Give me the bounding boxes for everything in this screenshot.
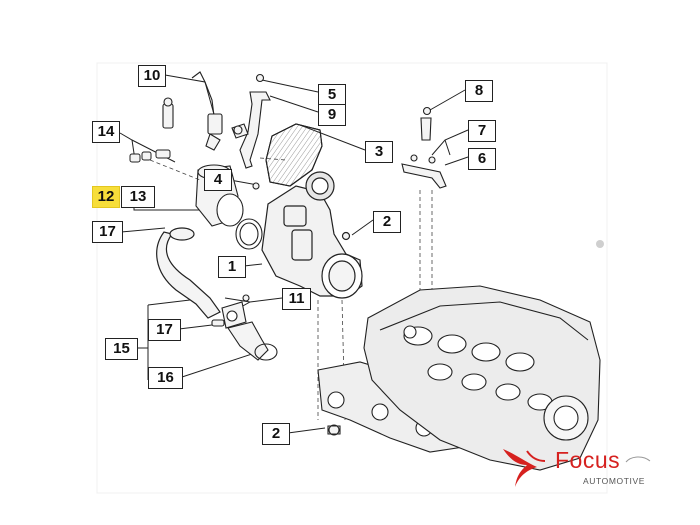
callout-9: 9 bbox=[318, 104, 346, 126]
part-2-nut bbox=[327, 424, 341, 436]
callout-4: 4 bbox=[204, 169, 232, 191]
callout-5: 5 bbox=[318, 84, 346, 106]
leader-7b bbox=[444, 139, 451, 156]
leader-17a bbox=[120, 227, 166, 233]
callout-2-upper: 2 bbox=[373, 211, 401, 233]
logo-car-icon bbox=[625, 456, 651, 463]
leader-15a bbox=[147, 299, 191, 306]
part-1-turbo bbox=[261, 171, 363, 299]
callout-3: 3 bbox=[365, 141, 393, 163]
callout-7: 7 bbox=[468, 120, 496, 142]
panel-border bbox=[96, 62, 608, 494]
leader-17b bbox=[178, 324, 213, 330]
callout-12: 12 bbox=[92, 186, 120, 208]
callout-1: 1 bbox=[218, 256, 246, 278]
logo-brand: Focus bbox=[555, 447, 621, 473]
leader-7a bbox=[431, 129, 469, 156]
callout-17-lower: 17 bbox=[148, 319, 181, 341]
part-10-sensor bbox=[162, 71, 223, 151]
leader-2b bbox=[287, 427, 326, 434]
callout-17-upper: 17 bbox=[92, 221, 123, 243]
leader-5 bbox=[261, 79, 319, 93]
part-6-bracket bbox=[401, 154, 447, 189]
logo-swoosh-icon bbox=[503, 449, 546, 487]
part-8-bolt bbox=[420, 106, 432, 141]
part-16-gasket bbox=[227, 321, 278, 361]
callout-15: 15 bbox=[105, 338, 138, 360]
part-9-pipe bbox=[231, 73, 271, 169]
part-14-bolts bbox=[129, 149, 171, 163]
leader-1 bbox=[243, 263, 263, 267]
callout-13: 13 bbox=[121, 186, 155, 208]
callout-2-lower: 2 bbox=[262, 423, 290, 445]
part-12-seal bbox=[235, 218, 263, 250]
callout-16: 16 bbox=[148, 367, 183, 389]
leader-2a bbox=[351, 219, 374, 236]
callout-11: 11 bbox=[282, 288, 311, 310]
part-11-flange bbox=[211, 294, 250, 329]
focus-automotive-logo: Focus AUTOMOTIVE bbox=[497, 443, 657, 493]
logo-subtitle: AUTOMOTIVE bbox=[583, 476, 646, 486]
cylinder-head bbox=[363, 285, 601, 471]
callout-6: 6 bbox=[468, 148, 496, 170]
callout-14: 14 bbox=[92, 121, 120, 143]
leader-6 bbox=[444, 156, 469, 166]
leader-9 bbox=[269, 95, 319, 113]
part-15-hose bbox=[156, 227, 221, 319]
callout-8: 8 bbox=[465, 80, 493, 102]
part-3-heat-shield bbox=[265, 123, 323, 187]
leader-16 bbox=[181, 351, 259, 378]
leader-8 bbox=[429, 89, 466, 111]
page-dot bbox=[596, 240, 604, 248]
callout-10: 10 bbox=[138, 65, 166, 87]
